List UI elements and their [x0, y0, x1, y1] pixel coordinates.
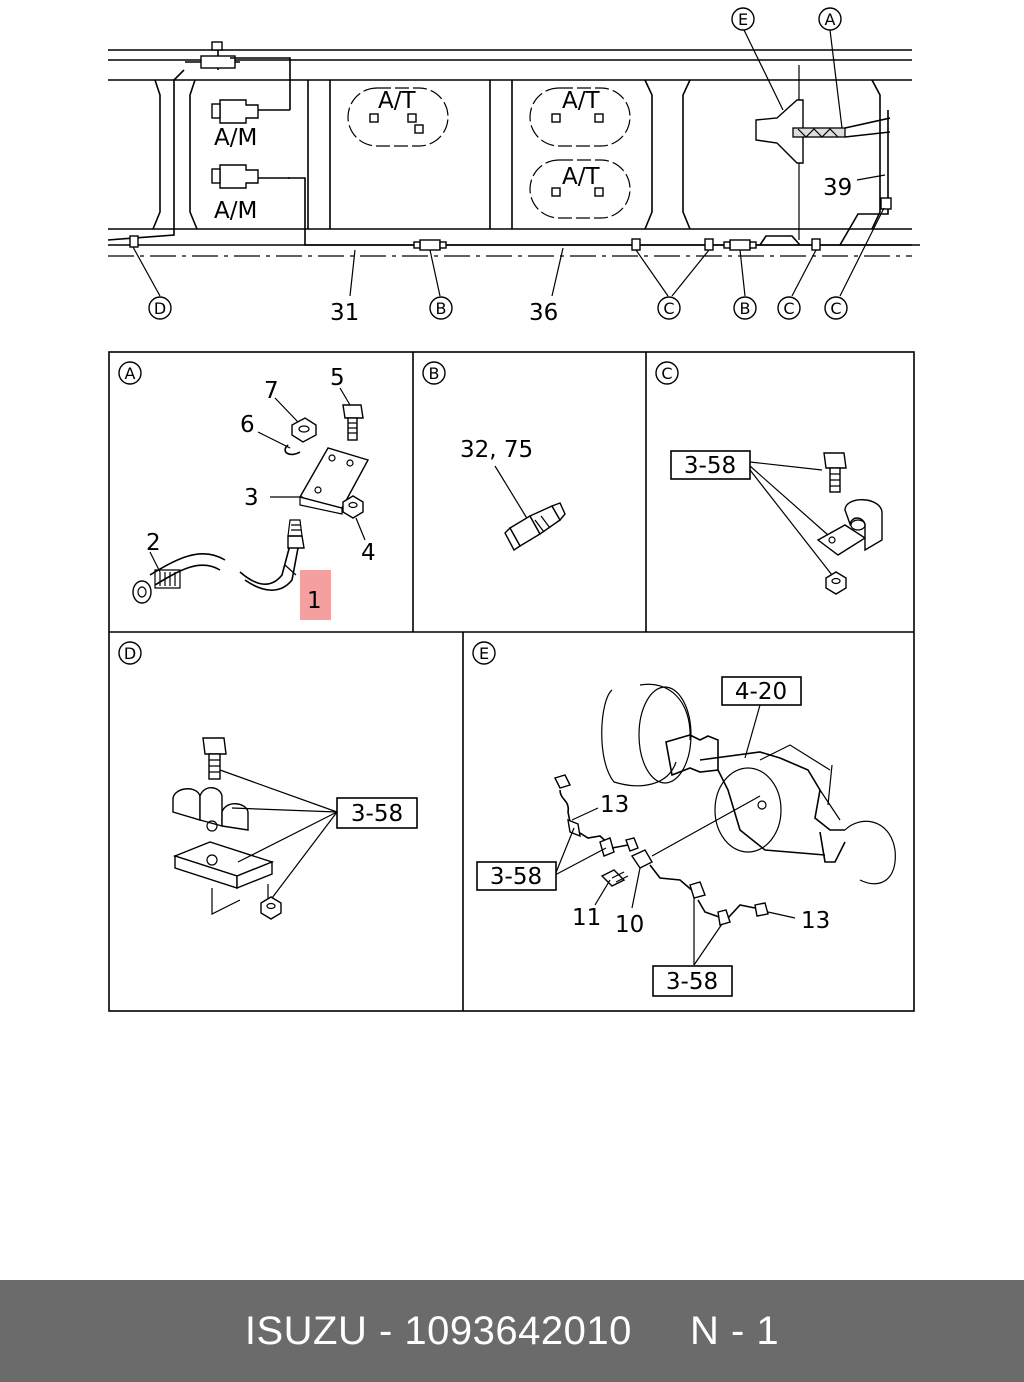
- svg-text:C: C: [663, 299, 674, 318]
- part-label-11: 11: [572, 905, 601, 931]
- svg-text:3-58: 3-58: [684, 453, 736, 479]
- part-label-1: 1: [307, 588, 322, 614]
- part-label-4: 4: [361, 540, 376, 566]
- callout-c-2: C: [777, 296, 801, 320]
- callout-a: A: [818, 7, 842, 31]
- detail-c-tag: C: [661, 364, 672, 383]
- svg-text:C: C: [783, 299, 794, 318]
- detail-e-panel: E 4-20: [472, 641, 896, 997]
- svg-text:E: E: [738, 10, 748, 29]
- label-36: 36: [529, 300, 558, 326]
- detail-c-ref-box: 3-58: [670, 450, 751, 480]
- detail-d-tag: D: [124, 644, 136, 663]
- detail-e-ref-bottom: 3-58: [652, 965, 733, 997]
- callout-d: D: [148, 296, 172, 320]
- part-label-5: 5: [330, 365, 345, 391]
- callout-b-2: B: [733, 296, 757, 320]
- svg-text:D: D: [154, 299, 166, 318]
- svg-text:4-20: 4-20: [735, 679, 787, 705]
- detail-e-ref-axle: 4-20: [721, 676, 802, 706]
- svg-text:3-58: 3-58: [351, 801, 403, 827]
- svg-text:B: B: [436, 299, 447, 318]
- part-label-3: 3: [244, 485, 259, 511]
- label-31: 31: [330, 300, 359, 326]
- detail-e-tag: E: [479, 644, 489, 663]
- part-label-13-top: 13: [600, 792, 629, 818]
- label-at-3: A/T: [562, 164, 600, 190]
- svg-text:3-58: 3-58: [666, 969, 718, 995]
- footer-page-code: N - 1: [689, 1308, 780, 1353]
- part-label-2: 2: [146, 530, 161, 556]
- footer-gap: [632, 1309, 690, 1354]
- svg-text:3-58: 3-58: [490, 864, 542, 890]
- label-am-1: A/M: [214, 125, 257, 151]
- detail-e-ref-left: 3-58: [476, 861, 557, 891]
- overview-diagram: E A D B C B C C A/M A/M A/T A/T A/T 31 3…: [107, 7, 920, 326]
- footer-brand: ISUZU: [244, 1308, 368, 1353]
- detail-b-label: 32, 75: [460, 437, 533, 463]
- parts-diagram: E A D B C B C C A/M A/M A/T A/T A/T 31 3…: [107, 7, 920, 1012]
- svg-text:C: C: [830, 299, 841, 318]
- detail-d-ref-box: 3-58: [336, 797, 418, 829]
- detail-b-panel: B 32, 75: [422, 361, 566, 552]
- footer-separator: -: [367, 1308, 405, 1353]
- label-am-2: A/M: [214, 198, 257, 224]
- part-label-13-right: 13: [801, 908, 830, 934]
- detail-b-tag: B: [429, 364, 440, 383]
- footer-bar: ISUZU - 1093642010 N - 1: [0, 1280, 1024, 1382]
- label-39: 39: [823, 175, 852, 201]
- part-label-6: 6: [240, 412, 255, 438]
- detail-c-panel: C 3-58: [655, 361, 883, 595]
- callout-b-1: B: [429, 296, 453, 320]
- svg-text:A: A: [825, 10, 836, 29]
- callout-c-3: C: [824, 296, 848, 320]
- label-at-1: A/T: [378, 88, 416, 114]
- footer-part-number: 1093642010: [404, 1308, 632, 1353]
- callout-c-1: C: [657, 296, 681, 320]
- part-1-highlight: [300, 570, 331, 620]
- detail-a-tag: A: [125, 364, 136, 383]
- detail-panels-frame: [108, 351, 915, 1012]
- svg-text:B: B: [740, 299, 751, 318]
- part-label-7: 7: [264, 378, 279, 404]
- callout-e: E: [731, 7, 755, 31]
- detail-a-panel: A: [118, 361, 376, 620]
- part-label-10: 10: [615, 912, 644, 938]
- detail-d-panel: D 3-58: [118, 641, 418, 920]
- label-at-2: A/T: [562, 88, 600, 114]
